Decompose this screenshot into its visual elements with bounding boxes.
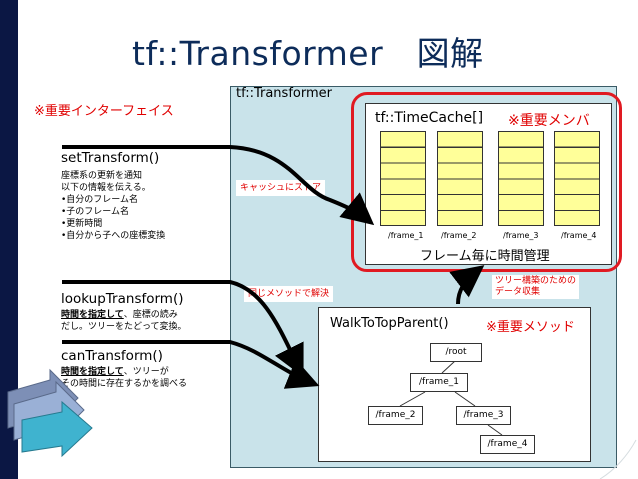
can-transform-rest: 、ツリーが xyxy=(123,367,169,377)
tree-node-root: /root xyxy=(430,343,482,362)
cache-store-note: キャッシュにストア xyxy=(236,180,326,196)
lookup-transform-desc: 時間を指定して、座標の読み だし。ツリーをたどって変換。 xyxy=(61,309,187,333)
tree-node-frame-3: /frame_3 xyxy=(456,406,511,425)
set-transform-line: 以下の情報を伝える。 xyxy=(61,183,151,193)
corner-decoration xyxy=(599,439,637,479)
walk-title: WalkToTopParent() xyxy=(330,316,449,331)
important-interface-label: ※重要インターフェイス xyxy=(34,104,174,119)
set-transform-line: •自分のフレーム名 xyxy=(61,195,139,205)
tree-edge-root-frame1 xyxy=(441,360,456,374)
frame-3-cache-stack xyxy=(498,131,544,226)
can-transform-emph: 時間を指定して xyxy=(61,367,124,377)
set-transform-line: 座標系の更新を通知 xyxy=(61,171,143,181)
tree-node-frame-4: /frame_4 xyxy=(480,435,535,454)
walk-important-label: ※重要メソッド xyxy=(486,320,575,335)
transformer-label: tf::Transformer xyxy=(236,86,332,101)
frame-4-label: /frame_4 xyxy=(561,231,597,240)
set-transform-line: •自分から子への座標変換 xyxy=(61,231,166,241)
set-transform-title: setTransform() xyxy=(61,150,160,166)
tree-build-note-line: データ収集 xyxy=(495,287,541,297)
frame-2-cache-stack xyxy=(437,131,483,226)
lookup-transform-arrow xyxy=(62,280,304,378)
lookup-transform-title: lookupTransform() xyxy=(61,291,184,307)
can-transform-desc: 時間を指定して、ツリーが その時間に存在するかを調べる xyxy=(61,366,187,390)
frame-3-label: /frame_3 xyxy=(503,231,539,240)
timecache-highlight-outline xyxy=(351,92,622,272)
can-transform-title: canTransform() xyxy=(61,348,163,364)
lookup-transform-line2: だし。ツリーをたどって変換。 xyxy=(61,322,187,332)
can-transform-line2: その時間に存在するかを調べる xyxy=(61,379,188,389)
timecache-important-label: ※重要メンバ xyxy=(508,113,590,129)
timecache-footer: フレーム毎に時間管理 xyxy=(420,249,550,264)
can-transform-arrow xyxy=(62,340,320,389)
decorative-arrows-icon xyxy=(7,368,93,458)
set-transform-line: •更新時間 xyxy=(61,219,103,229)
frame-4-cache-stack xyxy=(554,131,600,226)
tree-edge-frame3-frame4 xyxy=(487,424,503,436)
tree-build-note: ツリー構築のための データ収集 xyxy=(492,275,580,299)
lookup-transform-emph: 時間を指定して xyxy=(61,310,124,320)
tree-node-frame-2: /frame_2 xyxy=(368,406,423,425)
tree-build-note-line: ツリー構築のための xyxy=(495,276,577,286)
set-transform-desc: 座標系の更新を通知 以下の情報を伝える。 •自分のフレーム名 •子のフレーム名 … xyxy=(61,170,165,242)
timecache-title: tf::TimeCache[] xyxy=(375,110,484,126)
set-transform-arrow xyxy=(62,145,375,226)
walk-to-cache-arrow xyxy=(449,265,485,305)
frame-1-label: /frame_1 xyxy=(388,231,424,240)
set-transform-line: •子のフレーム名 xyxy=(61,207,130,217)
tree-edge-frame1-frame3 xyxy=(454,391,476,407)
frame-2-label: /frame_2 xyxy=(441,231,477,240)
page-title: tf::Transformer 図解 xyxy=(132,34,484,73)
lookup-transform-rest: 、座標の読み xyxy=(123,310,178,320)
tree-edge-frame1-frame2 xyxy=(399,391,426,407)
tree-node-frame-1: /frame_1 xyxy=(410,373,468,392)
left-accent-bar xyxy=(0,0,18,479)
same-method-note: 同じメソッドで解決 xyxy=(244,286,334,302)
frame-1-cache-stack xyxy=(380,131,426,226)
